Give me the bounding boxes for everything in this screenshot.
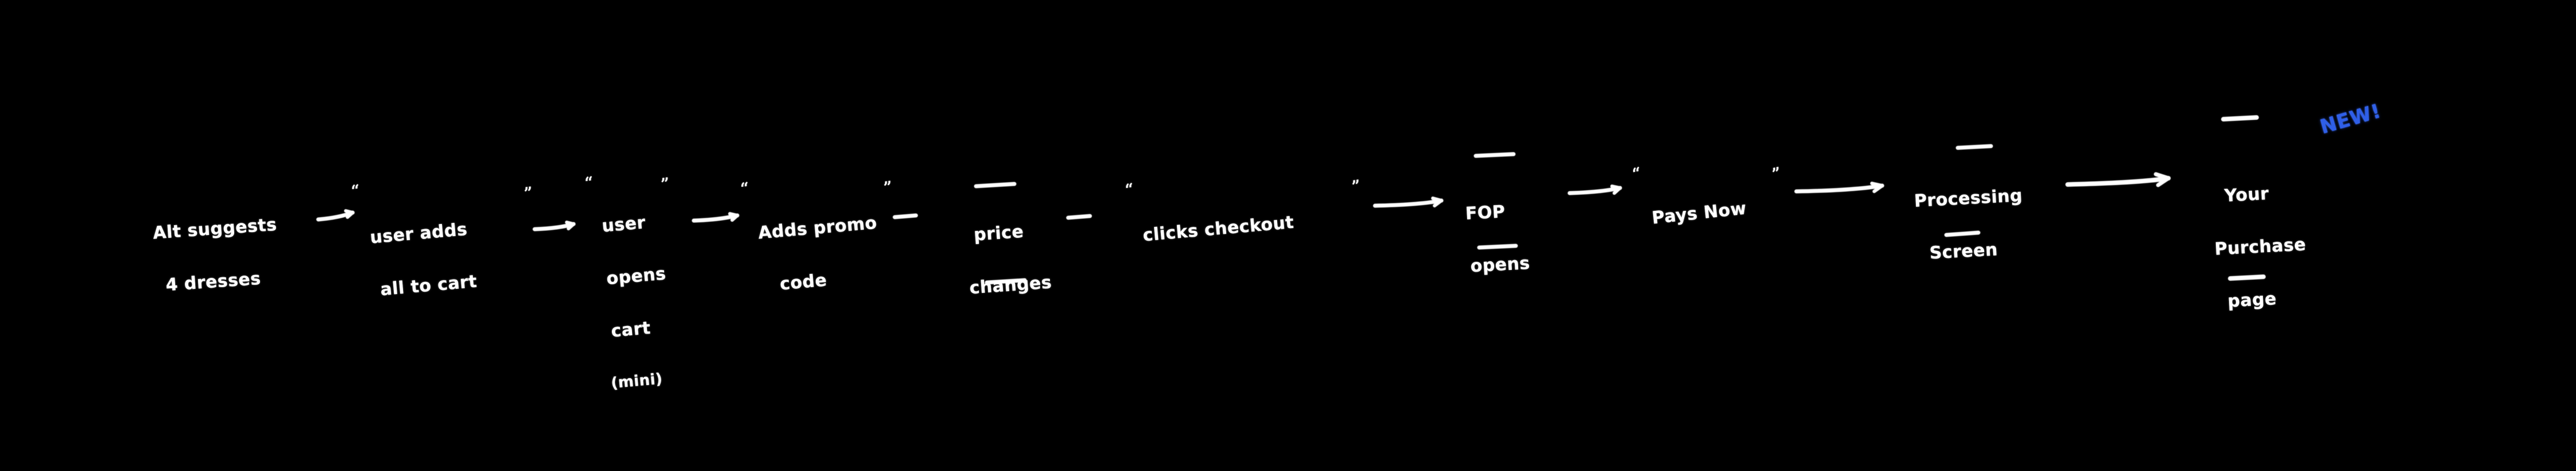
connector-dash-5 [1066, 214, 1092, 220]
connector-arrow-6 [1373, 197, 1444, 208]
connector-arrow-2 [532, 221, 576, 231]
connector-arrow-8 [1794, 182, 1884, 194]
connector-arrow-3 [692, 212, 740, 223]
connector-dash-4 [892, 213, 918, 219]
emphasis-strokes [974, 115, 2266, 285]
connector-arrow-1 [316, 209, 355, 222]
connector-arrow-7 [1567, 185, 1622, 195]
connector-arrow-9 [2065, 172, 2171, 187]
